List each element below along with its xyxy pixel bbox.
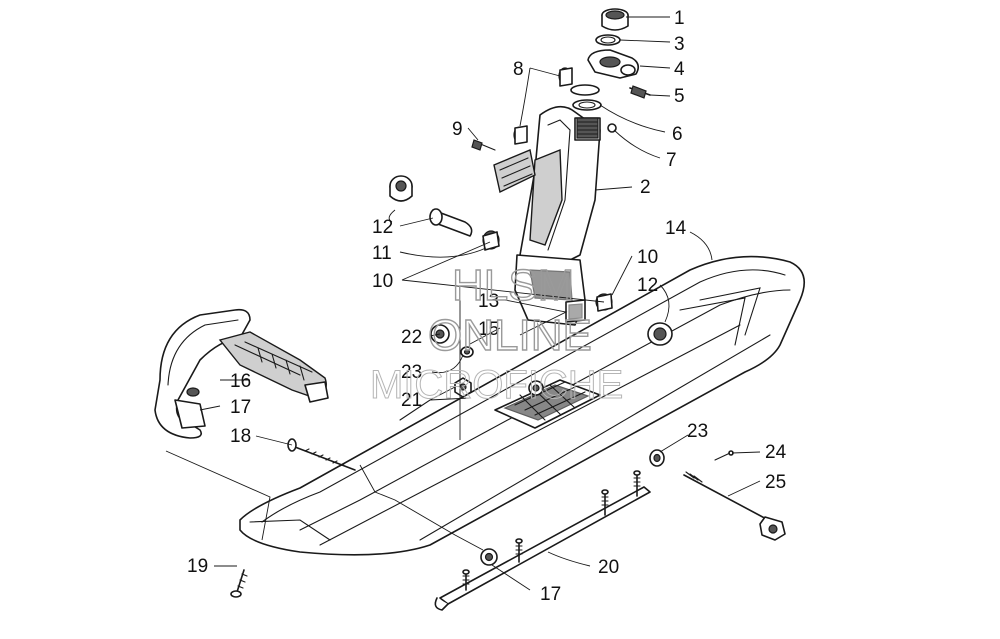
pin-part-24 [714,450,734,461]
callout-21: 21 [401,390,422,411]
callout-17-bottom: 17 [540,584,561,605]
spacer-on-ski [528,380,544,396]
callout-17-top: 17 [230,397,251,418]
callout-10-right: 10 [637,247,658,268]
spindle-bracket [493,149,536,194]
bushing-part-12-right [647,322,673,346]
callout-2: 2 [640,177,651,198]
handle-part-16 [154,308,329,439]
cap-part-1 [601,8,629,31]
nut-part-21 [454,377,472,398]
bolt-part-9 [471,139,496,151]
leader-lines [165,16,761,591]
screw-part-19 [230,569,248,598]
washers-part-6 [570,84,602,111]
callout-11: 11 [372,243,392,264]
watermark-line-2: ONLINE [428,311,592,360]
spindle-part-2 [514,105,601,326]
callout-7: 7 [666,150,677,171]
watermark-line-1: HLSM [452,261,574,310]
callout-4: 4 [674,59,685,80]
callout-6: 6 [672,124,683,145]
callout-5: 5 [674,86,685,107]
callout-18: 18 [230,426,251,447]
callout-15: 15 [478,319,499,340]
callout-8: 8 [513,59,524,80]
watermark: HLSM ONLINE MICROFICHE [370,260,624,407]
callout-3: 3 [674,34,685,55]
sleeve-part-11 [429,208,473,237]
bolt-part-18 [287,438,356,471]
washer-part-3 [595,34,621,46]
washer-part-23-right [649,449,665,467]
callout-14: 14 [665,218,687,239]
callout-12-right: 12 [637,275,658,296]
callout-20: 20 [598,557,619,578]
callout-19: 19 [187,556,208,577]
callout-24: 24 [765,442,787,463]
watermark-line-3: MICROFICHE [370,363,623,407]
callout-9: 9 [452,119,463,140]
nut-part-17-bottom [480,548,498,566]
bushing-part-10-right [595,293,613,312]
callout-23-right: 23 [687,421,708,442]
washer-part-23-left [460,346,474,358]
callout-16: 16 [230,371,251,392]
clamp-part-4 [587,49,640,79]
callout-13: 13 [478,291,499,312]
bushing-part-12-left [389,175,413,202]
callout-25: 25 [765,472,786,493]
callout-labels: 1 3 4 5 6 7 2 8 9 12 11 10 10 12 14 13 1… [187,8,787,605]
block-part-13 [565,299,586,323]
callout-22: 22 [401,327,422,348]
bolt-part-5 [629,85,651,99]
bushing-part-10-left [482,230,500,251]
callout-23-left: 23 [401,362,422,383]
callout-1: 1 [674,8,685,29]
nut-part-17-handle [174,387,206,429]
bolt-part-25 [683,471,786,541]
runner-part-20 [434,470,651,611]
callout-12-left: 12 [372,217,393,238]
callout-10-left: 10 [372,271,393,292]
